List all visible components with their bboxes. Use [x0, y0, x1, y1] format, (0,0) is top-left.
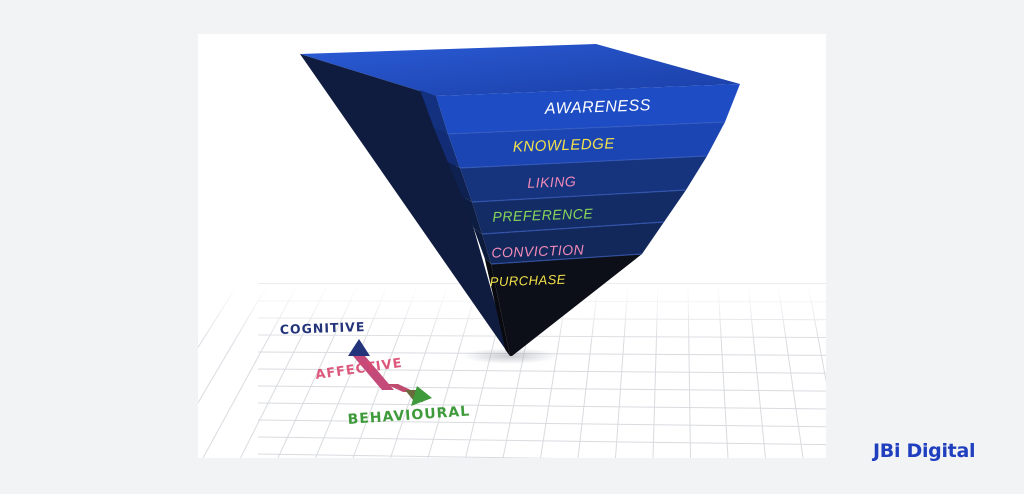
funnel-band-side: [473, 228, 491, 264]
grid-line: [257, 419, 826, 428]
grid-line: [257, 453, 559, 458]
stage-label-awareness: AWARENESS: [543, 97, 651, 118]
funnel-band-side: [433, 128, 460, 168]
arrow-up-icon: [348, 339, 394, 390]
funnel-band-purchase: [491, 254, 642, 356]
axis-label-cognitive: COGNITIVE: [280, 319, 366, 337]
funnel-top-face: [300, 44, 740, 96]
arrow-down-icon: [386, 384, 432, 406]
funnel-band-edge: [459, 155, 708, 169]
funnel-layers: [300, 44, 740, 356]
funnel-band-liking: [460, 156, 707, 202]
illustration-card: AWARENESS KNOWLEDGE LIKING PREFERENCE CONVIC…: [198, 34, 826, 458]
funnel-band-edge: [447, 121, 726, 135]
grid-line: [257, 385, 826, 392]
funnel-band-conviction: [482, 222, 664, 264]
funnel-left-face: [300, 54, 510, 356]
inverted-funnel-diagram: AWARENESS KNOWLEDGE LIKING PREFERENCE CONVIC…: [198, 44, 826, 458]
funnel-band-preference: [472, 190, 686, 234]
funnel-band-side: [461, 196, 482, 234]
axis-label-behavioural: BEHAVIOURAL: [347, 403, 471, 428]
stage-label-liking: LIKING: [527, 173, 576, 191]
stage-labels: AWARENESS KNOWLEDGE LIKING PREFERENCE CONVIC…: [489, 97, 651, 289]
grid-line: [257, 402, 826, 410]
brand-logo: JBi Digital: [873, 440, 976, 462]
funnel-band-edge: [481, 221, 665, 235]
funnel-band-side: [420, 90, 448, 134]
funnel-band-edge: [471, 189, 687, 203]
stage-label-knowledge: KNOWLEDGE: [513, 135, 616, 156]
funnel-band-awareness: [436, 84, 740, 134]
stage-label-purchase: PURCHASE: [489, 272, 566, 290]
funnel-band-edge: [490, 253, 643, 265]
grid-line: [257, 436, 826, 446]
stage-label-preference: PREFERENCE: [492, 205, 593, 225]
funnel-band-side: [484, 258, 510, 356]
funnel-band-side: [447, 162, 472, 202]
stage-label-conviction: CONVICTION: [491, 241, 585, 260]
funnel-band-knowledge: [448, 122, 725, 168]
